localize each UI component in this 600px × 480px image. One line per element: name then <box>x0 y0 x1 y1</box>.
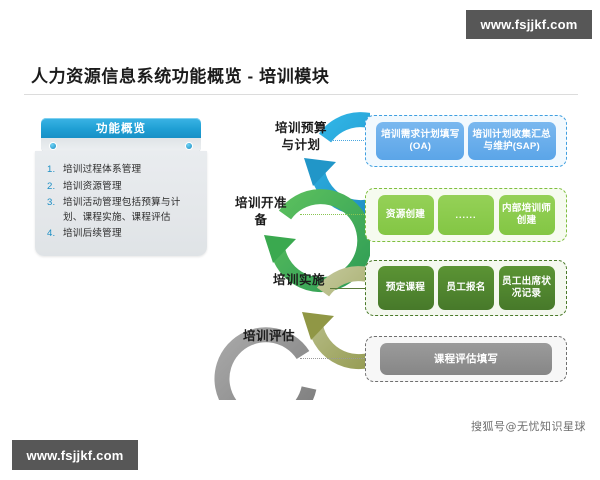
panel-dot-right-icon <box>186 143 192 149</box>
group-training-plan: 培训需求计划填写(OA) 培训计划收集汇总与维护(SAP) <box>365 115 567 167</box>
panel-dot-left-icon <box>50 143 56 149</box>
node-box-ellipsis: ...... <box>438 195 494 235</box>
connector-stage-1 <box>330 140 366 141</box>
panel-header: 功能概览 <box>41 118 201 138</box>
node-box[interactable]: 员工报名 <box>438 266 494 310</box>
list-item: 培训活动管理包括预算与计划、课程实施、课程评估 <box>47 196 181 223</box>
watermark-top-right: www.fsjjkf.com <box>466 10 592 39</box>
node-box[interactable]: 预定课程 <box>377 266 434 310</box>
watermark-bottom-left: www.fsjjkf.com <box>12 440 138 470</box>
connector-stage-2 <box>300 214 366 215</box>
node-box[interactable]: 课程评估填写 <box>380 343 552 375</box>
cycle-label-stage-4-text: 培训评估 <box>242 329 295 343</box>
node-box[interactable]: 员工出席状况记录 <box>498 266 555 310</box>
group-training-evaluation: 课程评估填写 <box>365 336 567 382</box>
node-box[interactable]: 培训计划收集汇总与维护(SAP) <box>467 122 556 160</box>
node-box[interactable]: 内部培训师创建 <box>498 195 555 235</box>
node-box[interactable]: 培训需求计划填写(OA) <box>376 122 465 160</box>
cycle-label-stage-1-text: 培训预算与计划 <box>274 121 327 152</box>
group-training-preparation: 资源创建 ...... 内部培训师创建 <box>365 188 567 242</box>
cycle-label-stage-1: 培训预算与计划 <box>253 120 349 154</box>
group-training-execution: 预定课程 员工报名 员工出席状况记录 <box>365 260 567 316</box>
page-title: 人力资源信息系统功能概览 - 培训模块 <box>31 67 330 86</box>
cycle-label-stage-2: 培训开准备 <box>213 195 309 229</box>
list-item: 培训后续管理 <box>47 227 122 241</box>
title-divider <box>24 94 578 95</box>
panel-item-list: 培训过程体系管理 培训资源管理 培训活动管理包括预算与计划、课程实施、课程评估 … <box>35 151 207 242</box>
node-box[interactable]: 资源创建 <box>377 195 434 235</box>
function-overview-panel: 功能概览 培训过程体系管理 培训资源管理 培训活动管理包括预算与计划、课程实施、… <box>35 118 207 256</box>
training-cycle-diagram: 培训预算与计划 培训开准备 培训实施 培训评估 <box>205 100 413 431</box>
cycle-label-stage-4: 培训评估 <box>223 328 315 345</box>
cycle-label-stage-3: 培训实施 <box>253 272 345 289</box>
cycle-arc-stage-2 <box>264 189 373 293</box>
connector-stage-3 <box>330 288 366 289</box>
list-item: 培训资源管理 <box>47 180 122 194</box>
connector-stage-4 <box>300 358 366 359</box>
credit-text: 搜狐号@无忧知识星球 <box>471 420 586 433</box>
panel-body: 培训过程体系管理 培训资源管理 培训活动管理包括预算与计划、课程实施、课程评估 … <box>35 151 207 256</box>
cycle-label-stage-2-text: 培训开准备 <box>234 196 287 227</box>
cycle-label-stage-3-text: 培训实施 <box>272 273 325 287</box>
list-item: 培训过程体系管理 <box>47 163 142 177</box>
